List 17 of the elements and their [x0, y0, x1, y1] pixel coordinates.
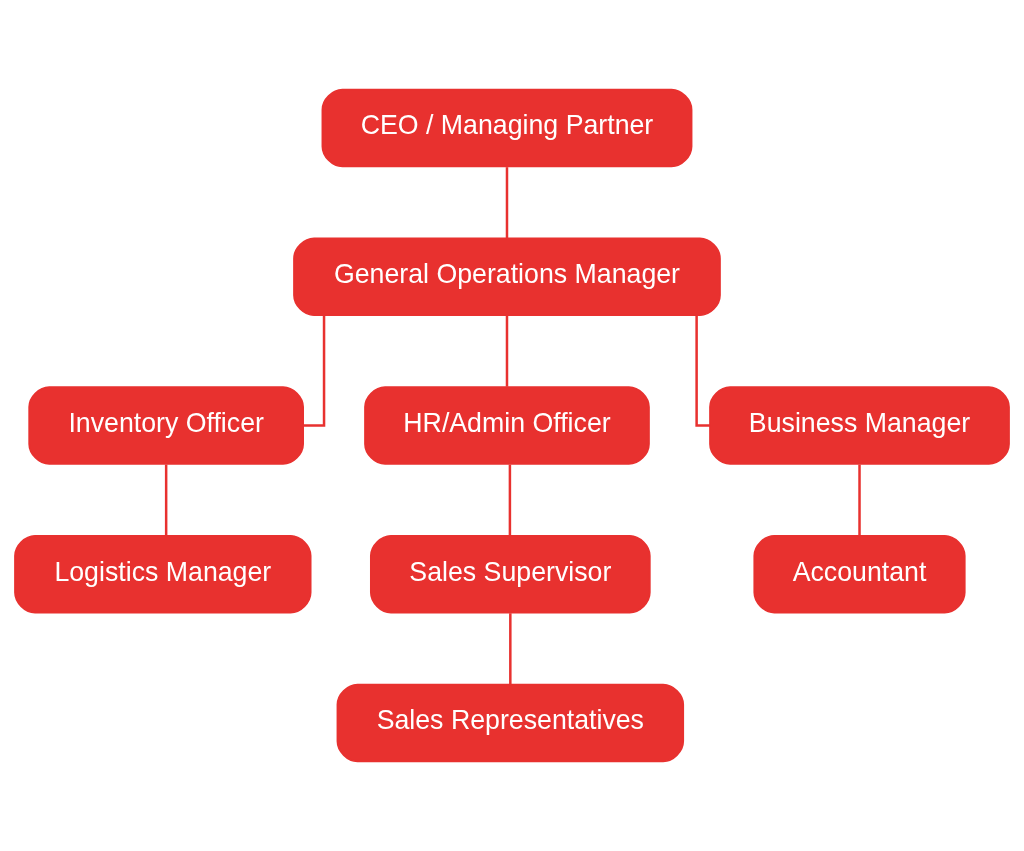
- node-box: Sales Supervisor: [370, 534, 651, 614]
- connector: [509, 613, 512, 685]
- connector: [508, 464, 512, 536]
- connector: [858, 464, 861, 536]
- node-box: General Operations Manager: [293, 237, 721, 317]
- connector: [164, 464, 168, 536]
- node-box: Sales Representatives: [336, 683, 685, 763]
- connector: [505, 315, 509, 387]
- connector: [303, 315, 326, 427]
- node-box: Logistics Manager: [14, 534, 312, 614]
- node-box: Inventory Officer: [28, 386, 304, 465]
- node-box: Business Manager: [709, 386, 1010, 465]
- node-box: CEO / Managing Partner: [321, 88, 693, 168]
- connector: [695, 315, 710, 427]
- node-box: HR/Admin Officer: [364, 386, 650, 465]
- node-box: Accountant: [753, 534, 966, 614]
- connector: [505, 167, 509, 238]
